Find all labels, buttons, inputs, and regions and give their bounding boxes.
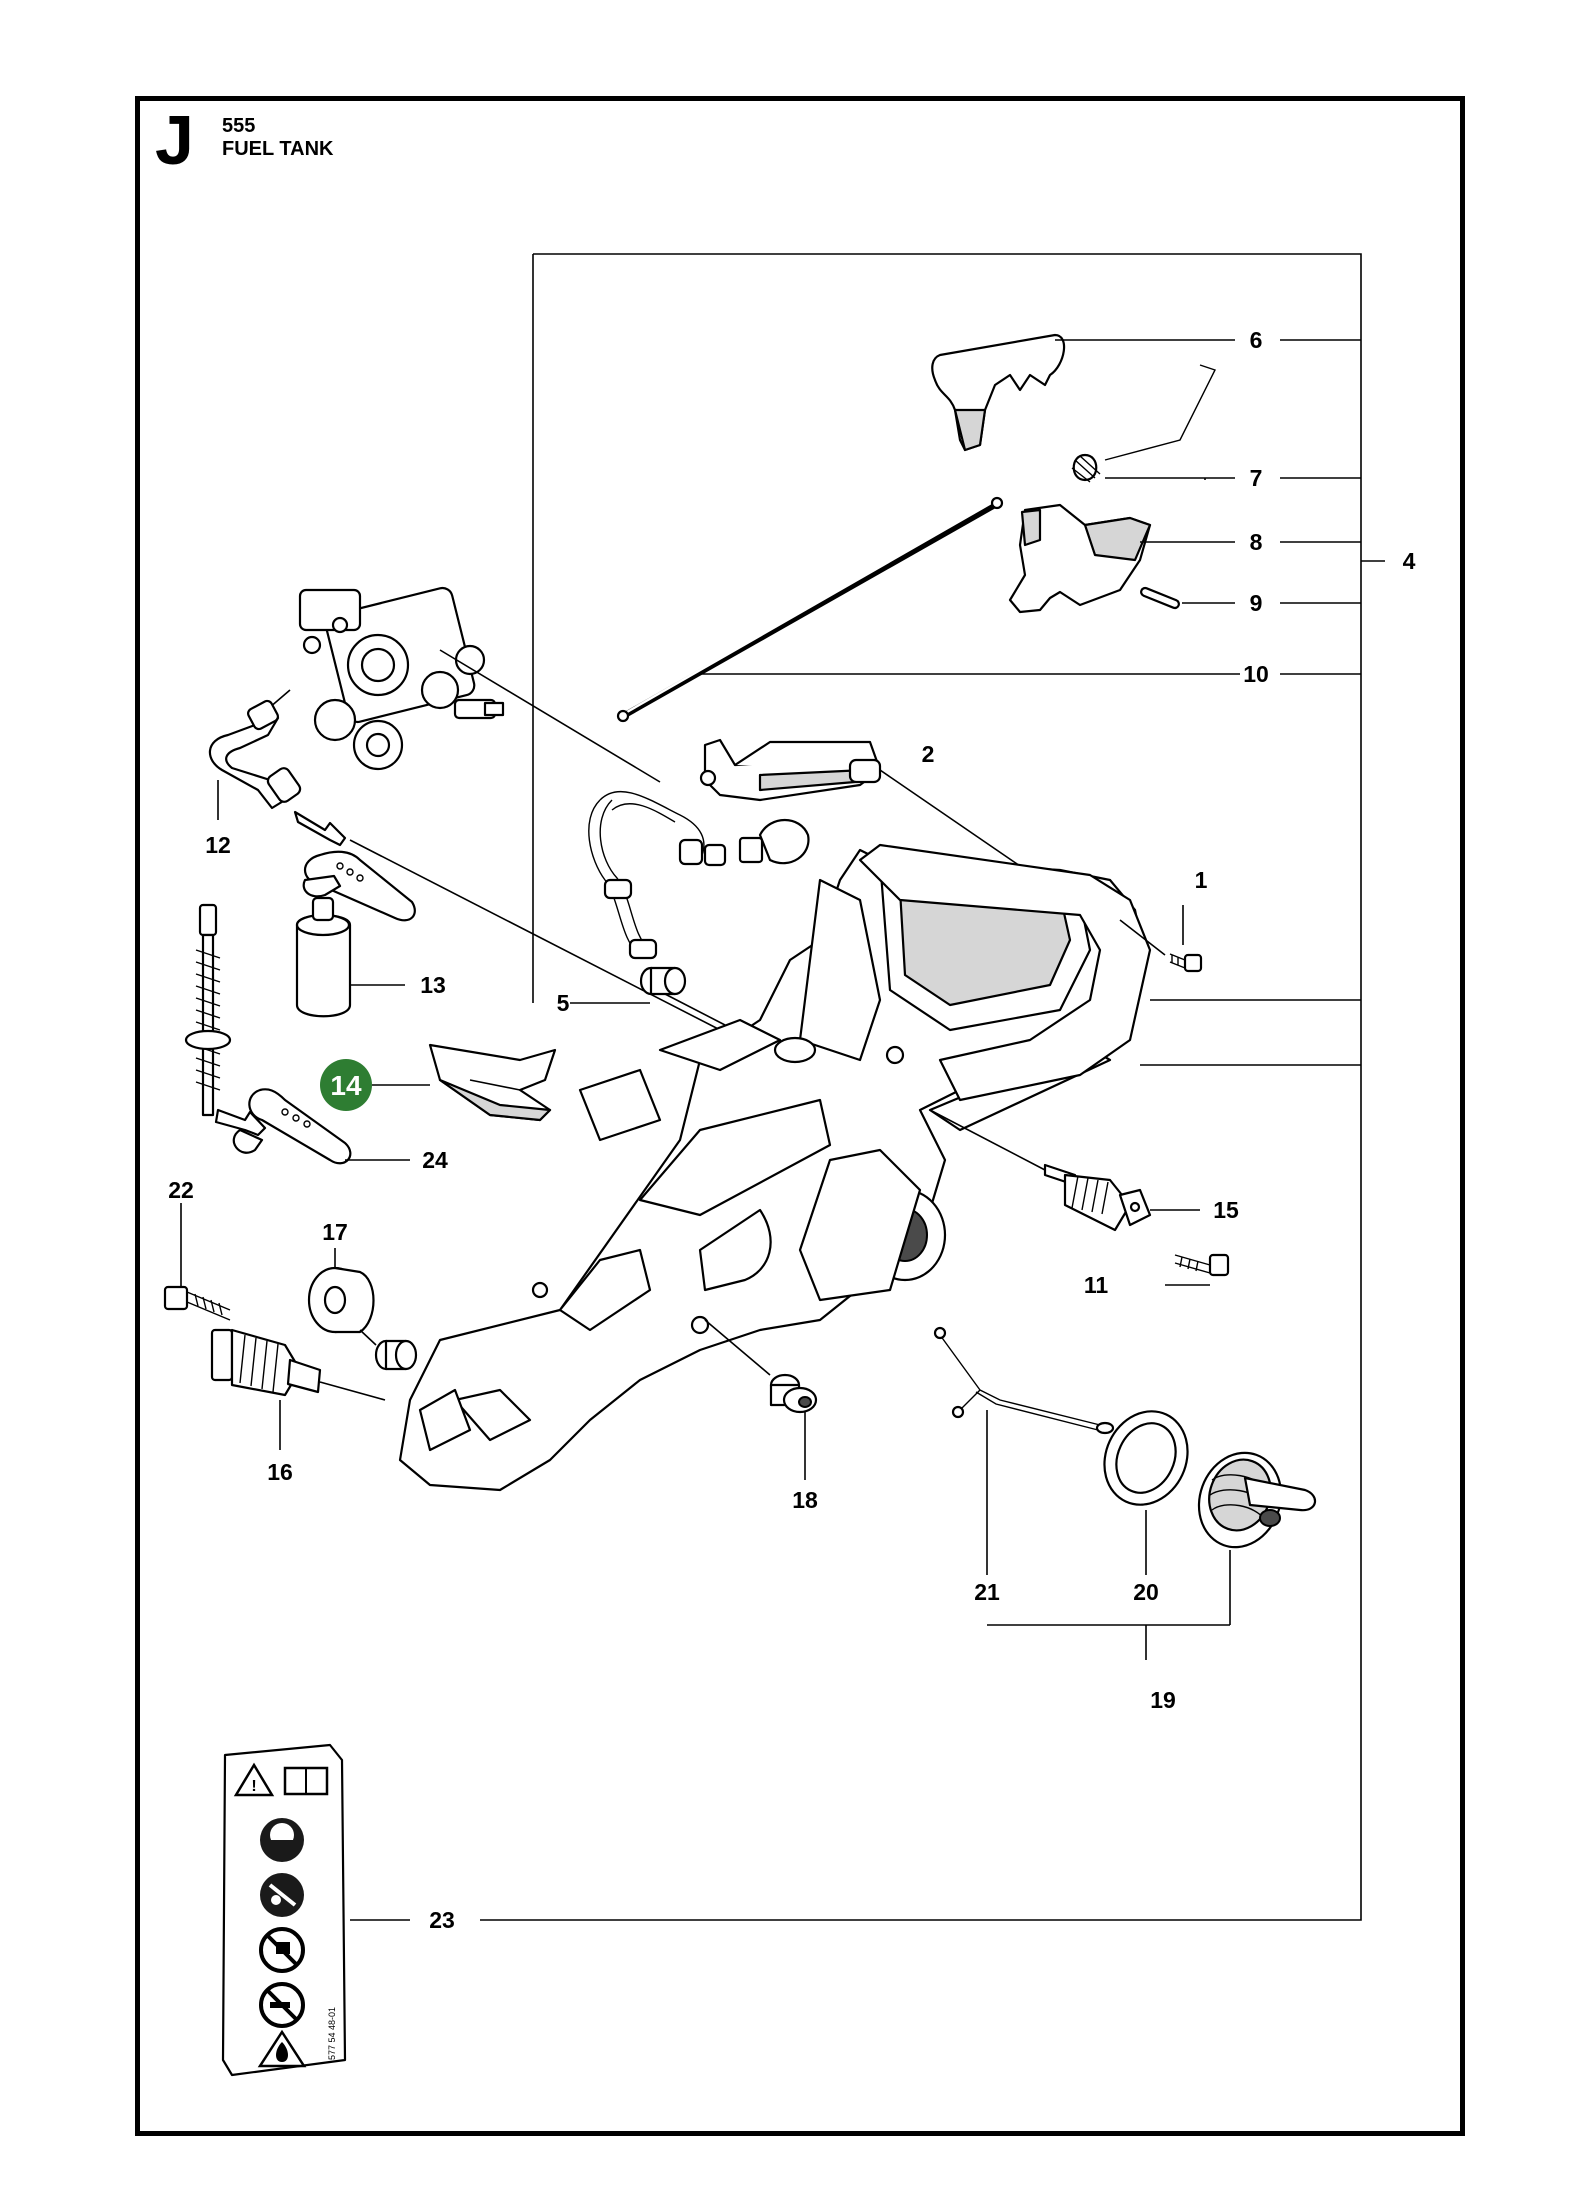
decal-part-code: 577 54 48-01 bbox=[327, 2007, 337, 2060]
part-15-av-spring bbox=[929, 1109, 1200, 1232]
section-letter: J bbox=[155, 101, 194, 179]
no-kickback-icon bbox=[259, 1927, 305, 1973]
callout-14-highlight[interactable]: 14 bbox=[320, 1059, 430, 1111]
manual-book-icon bbox=[283, 1766, 329, 1796]
callout-1[interactable]: 1 bbox=[1195, 867, 1208, 893]
no-one-hand-icon bbox=[260, 1873, 304, 1917]
part-18-nipple bbox=[704, 1319, 818, 1414]
part-2-throttle-trigger bbox=[699, 738, 1021, 867]
no-smoking-icon bbox=[259, 1982, 305, 2028]
callout-14-label: 14 bbox=[330, 1070, 362, 1101]
part-23-warning-decal: ! 577 54 48-01 bbox=[221, 1743, 347, 2077]
callout-5[interactable]: 5 bbox=[557, 990, 570, 1016]
part-14-cover bbox=[428, 1043, 557, 1122]
callout-labels: 6 7 8 9 10 4 2 1 12 13 5 24 15 11 22 17 … bbox=[168, 327, 1415, 1933]
part-1-screw bbox=[1119, 905, 1203, 973]
callout-24[interactable]: 24 bbox=[422, 1147, 448, 1173]
callout-17[interactable]: 17 bbox=[322, 1219, 348, 1245]
callout-22[interactable]: 22 bbox=[168, 1177, 194, 1203]
callout-9[interactable]: 9 bbox=[1250, 590, 1263, 616]
primer-hose-part bbox=[588, 790, 810, 960]
section-title: FUEL TANK bbox=[222, 138, 334, 160]
callout-21[interactable]: 21 bbox=[974, 1579, 1000, 1605]
callout-13[interactable]: 13 bbox=[420, 972, 446, 998]
fuel-line-part bbox=[293, 810, 731, 1036]
rear-handle-part bbox=[858, 843, 1152, 1102]
ear-eye-protection-icon bbox=[260, 1818, 304, 1862]
part-20-o-ring bbox=[1103, 1410, 1189, 1506]
callout-18[interactable]: 18 bbox=[792, 1487, 818, 1513]
svg-text:!: ! bbox=[251, 1778, 256, 1795]
part-16-spring-dampener bbox=[210, 1328, 386, 1450]
callout-10[interactable]: 10 bbox=[1243, 661, 1269, 687]
drawing-frame bbox=[135, 96, 1465, 2136]
assembly-bracket bbox=[480, 253, 1385, 1921]
part-5-bushing bbox=[639, 966, 726, 1026]
fuel-pickup-hose-part bbox=[184, 903, 267, 1137]
part-6-throttle-lockout bbox=[931, 333, 1235, 452]
part-19-fuel-cap bbox=[1197, 1451, 1316, 1549]
callout-19[interactable]: 19 bbox=[1150, 1687, 1176, 1713]
part-11-screw bbox=[1165, 1253, 1230, 1286]
part-8-handle bbox=[1008, 503, 1235, 614]
leader-lines bbox=[350, 339, 1361, 1921]
callout-23[interactable]: 23 bbox=[429, 1907, 455, 1933]
callout-7[interactable]: 7 bbox=[1250, 465, 1263, 491]
bushing-part bbox=[359, 1329, 418, 1371]
model-number: 555 bbox=[222, 115, 256, 137]
warning-triangle-icon: ! bbox=[233, 1762, 275, 1797]
part-10-throttle-rod bbox=[616, 496, 1240, 723]
callout-2[interactable]: 2 bbox=[922, 741, 935, 767]
fuel-tank-housing bbox=[398, 848, 1147, 1492]
part-13-fuel-filter bbox=[295, 874, 405, 1018]
callout-8[interactable]: 8 bbox=[1250, 529, 1263, 555]
part-21-cap-strap bbox=[933, 1326, 1115, 1435]
callout-16[interactable]: 16 bbox=[267, 1459, 293, 1485]
callout-15[interactable]: 15 bbox=[1213, 1197, 1239, 1223]
part-22-screw bbox=[163, 1203, 231, 1321]
carburetor-part bbox=[254, 586, 661, 783]
part-17-dampener bbox=[307, 1248, 375, 1334]
flammable-warning-icon bbox=[257, 2029, 307, 2068]
callout-11[interactable]: 11 bbox=[1084, 1272, 1109, 1298]
part-12-fuel-hose bbox=[208, 699, 302, 820]
callout-4[interactable]: 4 bbox=[1403, 548, 1416, 574]
part-9-pin bbox=[1140, 586, 1235, 610]
callout-6[interactable]: 6 bbox=[1250, 327, 1263, 353]
callout-12[interactable]: 12 bbox=[205, 832, 231, 858]
callout-20[interactable]: 20 bbox=[1133, 1579, 1159, 1605]
part-7-spring bbox=[1071, 364, 1235, 483]
part-24-impulse-hose bbox=[232, 1088, 410, 1165]
